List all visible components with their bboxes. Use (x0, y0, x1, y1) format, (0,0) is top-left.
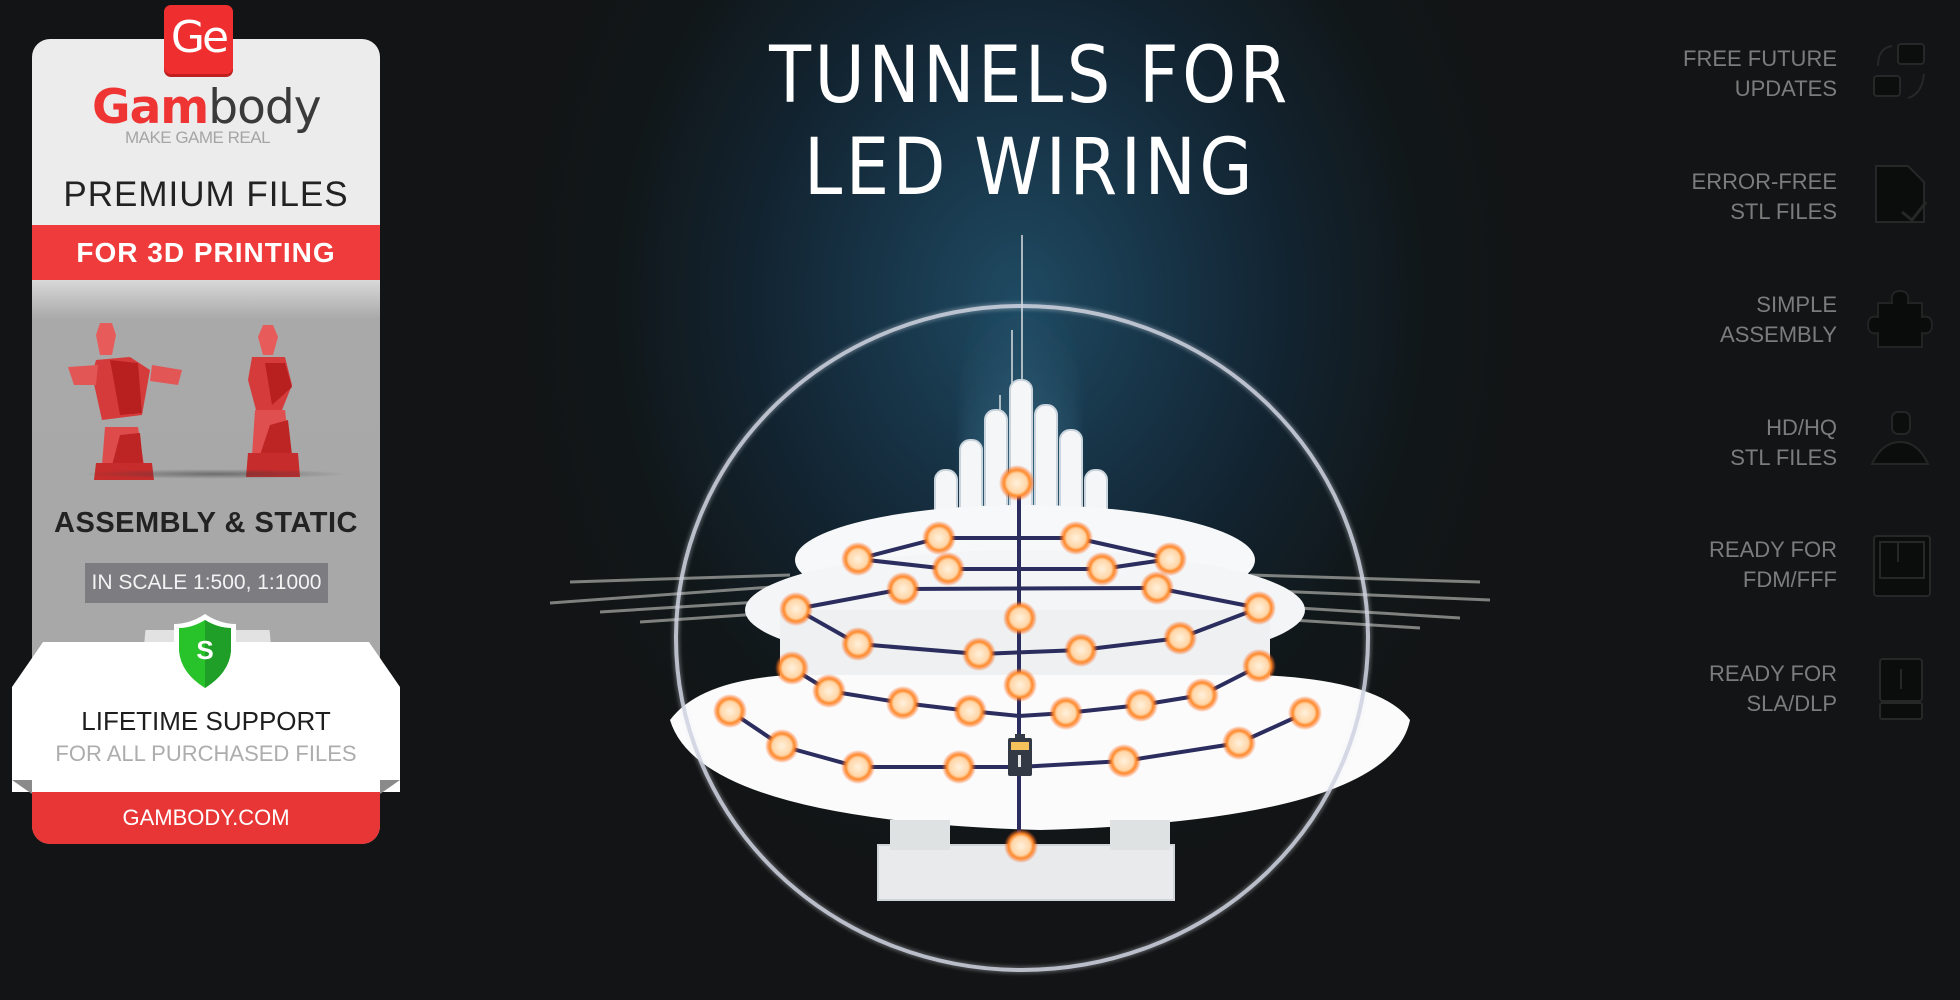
feature-line2: ASSEMBLY (1720, 322, 1837, 347)
feature-line1: FREE FUTURE (1683, 46, 1837, 71)
feature-line2: STL FILES (1730, 199, 1837, 224)
shield-icon: S (174, 614, 236, 694)
feature-fdm: READY FOR FDM/FFF (1577, 535, 1837, 595)
feature-updates: FREE FUTURE UPDATES (1577, 44, 1837, 104)
feature-line1: ERROR-FREE (1691, 169, 1837, 194)
support-title: LIFETIME SUPPORT (81, 706, 331, 736)
hero-title-line2: LED WIRING (803, 123, 1257, 213)
fdm-printer-icon (1873, 535, 1931, 597)
puzzle-icon (1866, 289, 1934, 348)
gambody-logo-mark[interactable]: Ge (164, 5, 233, 74)
feature-hdhq: HD/HQ STL FILES (1577, 413, 1837, 473)
website-link[interactable]: GAMBODY.COM (32, 792, 380, 844)
feature-line1: READY FOR (1709, 537, 1837, 562)
brand-primary: Gam (92, 80, 209, 135)
file-check-icon (1875, 165, 1928, 223)
hd-model-icon (1870, 411, 1930, 465)
model-type-label: ASSEMBLY & STATIC (54, 507, 358, 539)
feature-line2: SLA/DLP (1746, 691, 1838, 716)
feature-line2: FDM/FFF (1742, 567, 1837, 592)
sla-printer-icon (1879, 658, 1923, 720)
feature-simple-assembly: SIMPLE ASSEMBLY (1577, 290, 1837, 350)
feature-line1: SIMPLE (1756, 292, 1837, 317)
card-band: FOR 3D PRINTING (32, 225, 380, 280)
brand-tagline: MAKE GAME REAL (124, 128, 271, 147)
feature-line2: STL FILES (1730, 445, 1837, 470)
hero-title-line1: TUNNELS FOR (769, 31, 1291, 121)
feature-line2: UPDATES (1734, 76, 1837, 101)
feature-line1: HD/HQ (1766, 415, 1837, 440)
figures-shadow (80, 469, 350, 479)
battery-icon (1008, 734, 1032, 776)
feature-sla: READY FOR SLA/DLP (1577, 659, 1837, 719)
scale-badge: IN SCALE 1:500, 1:1000 (85, 563, 328, 603)
hero-title: TUNNELS FOR LED WIRING (740, 30, 1321, 214)
support-subtitle: FOR ALL PURCHASED FILES (55, 741, 357, 766)
updates-icon (1873, 43, 1925, 99)
brand-wordmark: Gambody (92, 80, 322, 135)
card-headline: PREMIUM FILES (63, 175, 349, 214)
brand-secondary: body (208, 80, 321, 135)
feature-line1: READY FOR (1709, 661, 1837, 686)
svg-text:S: S (196, 635, 213, 665)
feature-error-free: ERROR-FREE STL FILES (1577, 167, 1837, 227)
